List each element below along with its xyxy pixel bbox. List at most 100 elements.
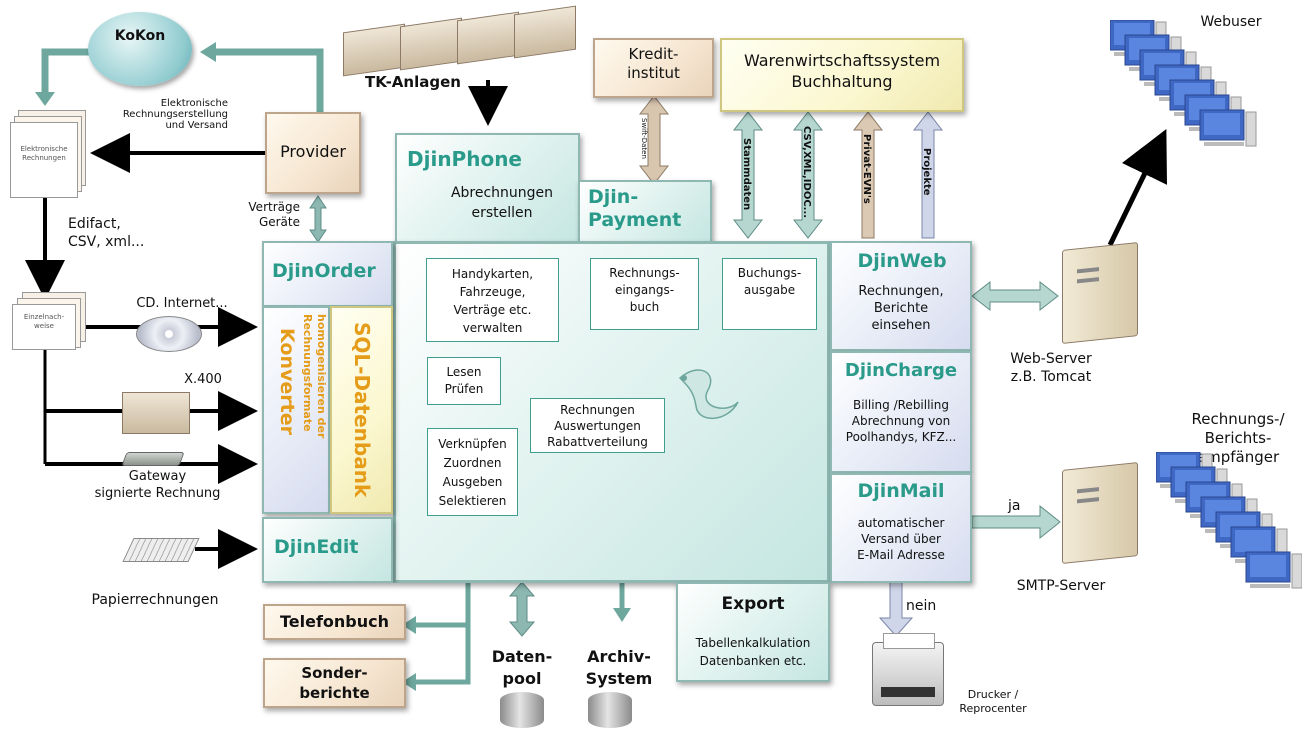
djinmail-subtitle: automatischer Versand über E-Mail Adress… — [857, 516, 945, 562]
export-title: Export — [721, 594, 785, 614]
papierrechnungen-label: Papierrechnungen — [91, 592, 219, 608]
empfaenger-label: Rechnungs-/ Berichts- empfänger — [1191, 410, 1285, 466]
buchungsausgabe-box: Buchungs- ausgabe — [722, 258, 817, 330]
projekte-arrow — [912, 111, 944, 239]
to-sonderberichte-arrow — [412, 620, 471, 685]
telefonbuch-label: Telefonbuch — [279, 612, 390, 631]
tk-anlage-device — [400, 17, 462, 71]
einzelnachweise-label: Einzelnach- weise — [23, 313, 65, 330]
sql-datenbank-title: SQL-Datenbank — [350, 322, 374, 498]
djinweb-title: DjinWeb — [857, 250, 947, 272]
kokon-label: KoKon — [114, 28, 166, 44]
stammdaten-arrow — [732, 111, 764, 239]
djinmail-title: DjinMail — [857, 480, 945, 502]
stammdaten-label: Stammdaten — [741, 138, 752, 211]
warenwirtschaft-label: Warenwirtschaftssystem Buchhaltung — [743, 51, 941, 91]
djinorder-box: DjinOrder — [262, 241, 393, 307]
provider-djinorder-double-arrow — [309, 195, 327, 243]
warenwirtschaft-box: Warenwirtschaftssystem Buchhaltung — [720, 38, 964, 112]
projekte-label: Projekte — [921, 148, 932, 196]
kokon-caption: Elektronische Rechnungserstellung und Ve… — [122, 98, 228, 131]
kreditinstitut-box: Kredit- institut — [593, 38, 714, 98]
sonderberichte-label: Sonder- berichte — [299, 664, 370, 702]
einzelnachweise-doc: Einzelnach- weise — [12, 304, 76, 350]
export-subtitle: Tabellenkalkulation Datenbanken etc. — [695, 636, 811, 668]
x400-label: X.400 — [184, 372, 222, 387]
djinedit-box: DjinEdit — [262, 517, 393, 583]
csv-arrow — [792, 111, 824, 239]
edifact-label: Edifact, CSV, xml... — [68, 216, 145, 250]
lesen-pruefen-box: Lesen Prüfen — [427, 357, 501, 405]
archiv-database-icon — [588, 692, 632, 728]
kreditinstitut-label: Kredit- institut — [627, 45, 680, 82]
elektronische-rechnungen-label: Elektronische Rechnungen — [20, 145, 68, 162]
djincharge-subtitle: Billing /Rebilling Abrechnung von Poolha… — [845, 398, 957, 444]
webserver-to-webuser-arrow — [1107, 129, 1168, 247]
webserver-label: Web-Server z.B. Tomcat — [1010, 351, 1092, 385]
djinmail-drucker-arrow — [878, 581, 914, 637]
datenpool-database-icon — [500, 692, 544, 728]
vertraege-label: Verträge Geräte — [248, 200, 300, 229]
datenpool-label: Daten- pool — [491, 647, 553, 688]
webuser-computers-icon — [1110, 20, 1257, 147]
drucker-printer-icon — [872, 633, 944, 706]
provider-box: Provider — [265, 112, 361, 194]
verknuepfen-box: Verknüpfen Zuordnen Ausgeben Selektieren — [427, 428, 518, 516]
webserver-icon — [1062, 242, 1138, 344]
djincharge-title: DjinCharge — [844, 360, 958, 381]
datenpool-double-arrow — [508, 581, 536, 637]
csv-xml-label: CSV,XML,IDOC... — [801, 126, 812, 219]
konverter-title: Konverter — [276, 328, 298, 435]
provider-label: Provider — [280, 142, 346, 161]
djinphone-box: DjinPhone Abrechnungen erstellen — [395, 133, 580, 243]
kokon-to-rechnungen-arrow — [41, 48, 100, 95]
swift-daten-label: Swift-Daten — [640, 118, 648, 159]
handykarten-box: Handykarten, Fahrzeuge, Verträge etc. ve… — [426, 258, 559, 342]
tk-anlage-device — [514, 5, 576, 59]
sql-datenbank-box: SQL-Datenbank — [330, 306, 393, 514]
gateway-router-icon — [121, 452, 185, 466]
webuser-label: Webuser — [1200, 14, 1262, 30]
tk-anlage-device — [457, 11, 519, 65]
cd-internet-label: CD. Internet... — [136, 296, 228, 311]
export-box: Export Tabellenkalkulation Datenbanken e… — [676, 582, 830, 682]
djinpayment-box: Djin- Payment — [578, 180, 712, 243]
djinphone-title: DjinPhone — [407, 147, 522, 171]
archiv-system-label: Archiv- System — [585, 647, 653, 688]
auswertungen-box: Rechnungen Auswertungen Rabattverteilung — [530, 398, 665, 453]
ja-label: ja — [1008, 498, 1021, 514]
smtp-server-icon — [1062, 462, 1138, 564]
tk-anlagen-label: TK-Anlagen — [365, 73, 461, 91]
keyboard-icon — [122, 538, 200, 562]
empfaenger-computers-icon — [1156, 452, 1302, 589]
djinphone-subtitle: Abrechnungen erstellen — [450, 185, 554, 221]
rechnungseingangsbuch-box: Rechnungs- eingangs- buch — [590, 258, 699, 330]
gateway-label: Gateway signierte Rechnung — [94, 469, 221, 501]
djinweb-webserver-arrow — [971, 280, 1059, 312]
djin-logo-icon — [678, 369, 739, 420]
sonderberichte-box: Sonder- berichte — [263, 658, 406, 708]
djinmail-box: DjinMail automatischer Versand über E-Ma… — [830, 473, 972, 583]
djinpayment-title: Djin- Payment — [588, 186, 682, 231]
djinedit-title: DjinEdit — [274, 536, 359, 558]
cd-icon — [136, 316, 202, 352]
tk-anlage-device — [343, 23, 405, 77]
privat-arrow — [852, 111, 884, 239]
elektronische-rechnungen-doc: Elektronische Rechnungen — [10, 122, 78, 198]
djincharge-box: DjinCharge Billing /Rebilling Abrechnung… — [830, 351, 972, 473]
privat-evn-label: Privat-EVN's — [861, 134, 872, 204]
x400-server-icon — [122, 392, 190, 434]
kokon-ellipse: KoKon — [88, 12, 192, 86]
drucker-label: Drucker / Reprocenter — [959, 688, 1027, 715]
provider-to-kokon-arrow — [210, 48, 324, 112]
djinweb-subtitle: Rechnungen, Berichte einsehen — [858, 284, 944, 333]
nein-label: nein — [906, 598, 937, 614]
djinweb-box: DjinWeb Rechnungen, Berichte einsehen — [830, 241, 972, 351]
djinmail-smtp-arrow — [971, 504, 1061, 540]
konverter-box: Konverter homogenisieren der Rechnungsfo… — [262, 306, 330, 514]
konverter-subtitle: homogenisieren der Rechnungsformate — [301, 314, 328, 439]
smtp-server-label: SMTP-Server — [1016, 578, 1106, 594]
djinorder-title: DjinOrder — [272, 260, 376, 282]
